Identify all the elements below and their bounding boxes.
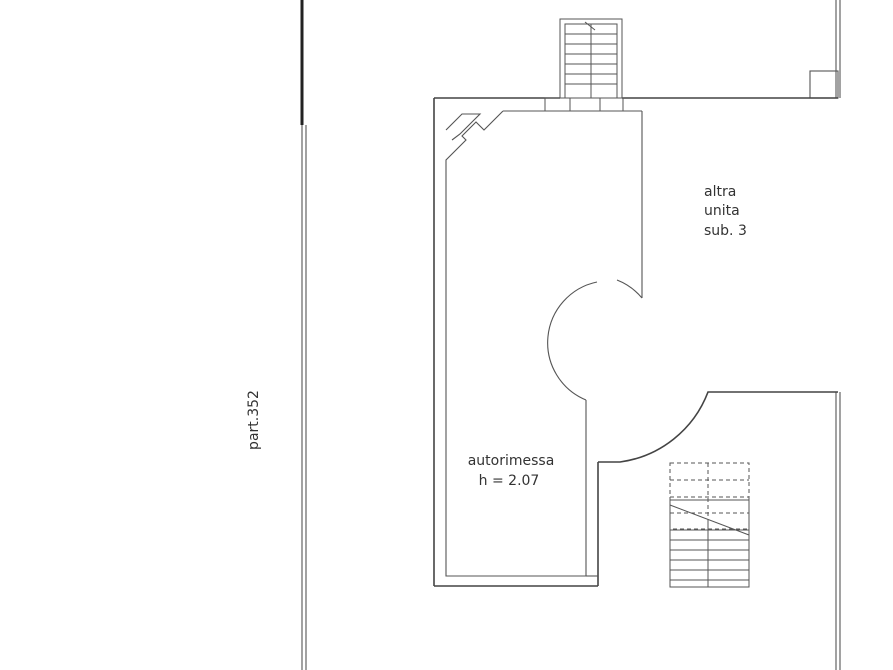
outer-wall bbox=[433, 97, 838, 587]
label-other-unit-line2: unita bbox=[704, 203, 740, 219]
lower-staircase bbox=[669, 462, 750, 588]
garage-inner-wall bbox=[445, 110, 643, 577]
top-staircase bbox=[544, 18, 624, 112]
label-other-unit-line1: altra bbox=[704, 184, 736, 200]
label-room-name: autorimessa bbox=[468, 453, 555, 469]
chimney-block bbox=[809, 70, 839, 99]
property-boundary bbox=[300, 0, 841, 670]
label-parcel: part.352 bbox=[246, 390, 262, 450]
label-other-unit-line3: sub. 3 bbox=[704, 223, 747, 239]
label-room-height: h = 2.07 bbox=[479, 473, 540, 489]
